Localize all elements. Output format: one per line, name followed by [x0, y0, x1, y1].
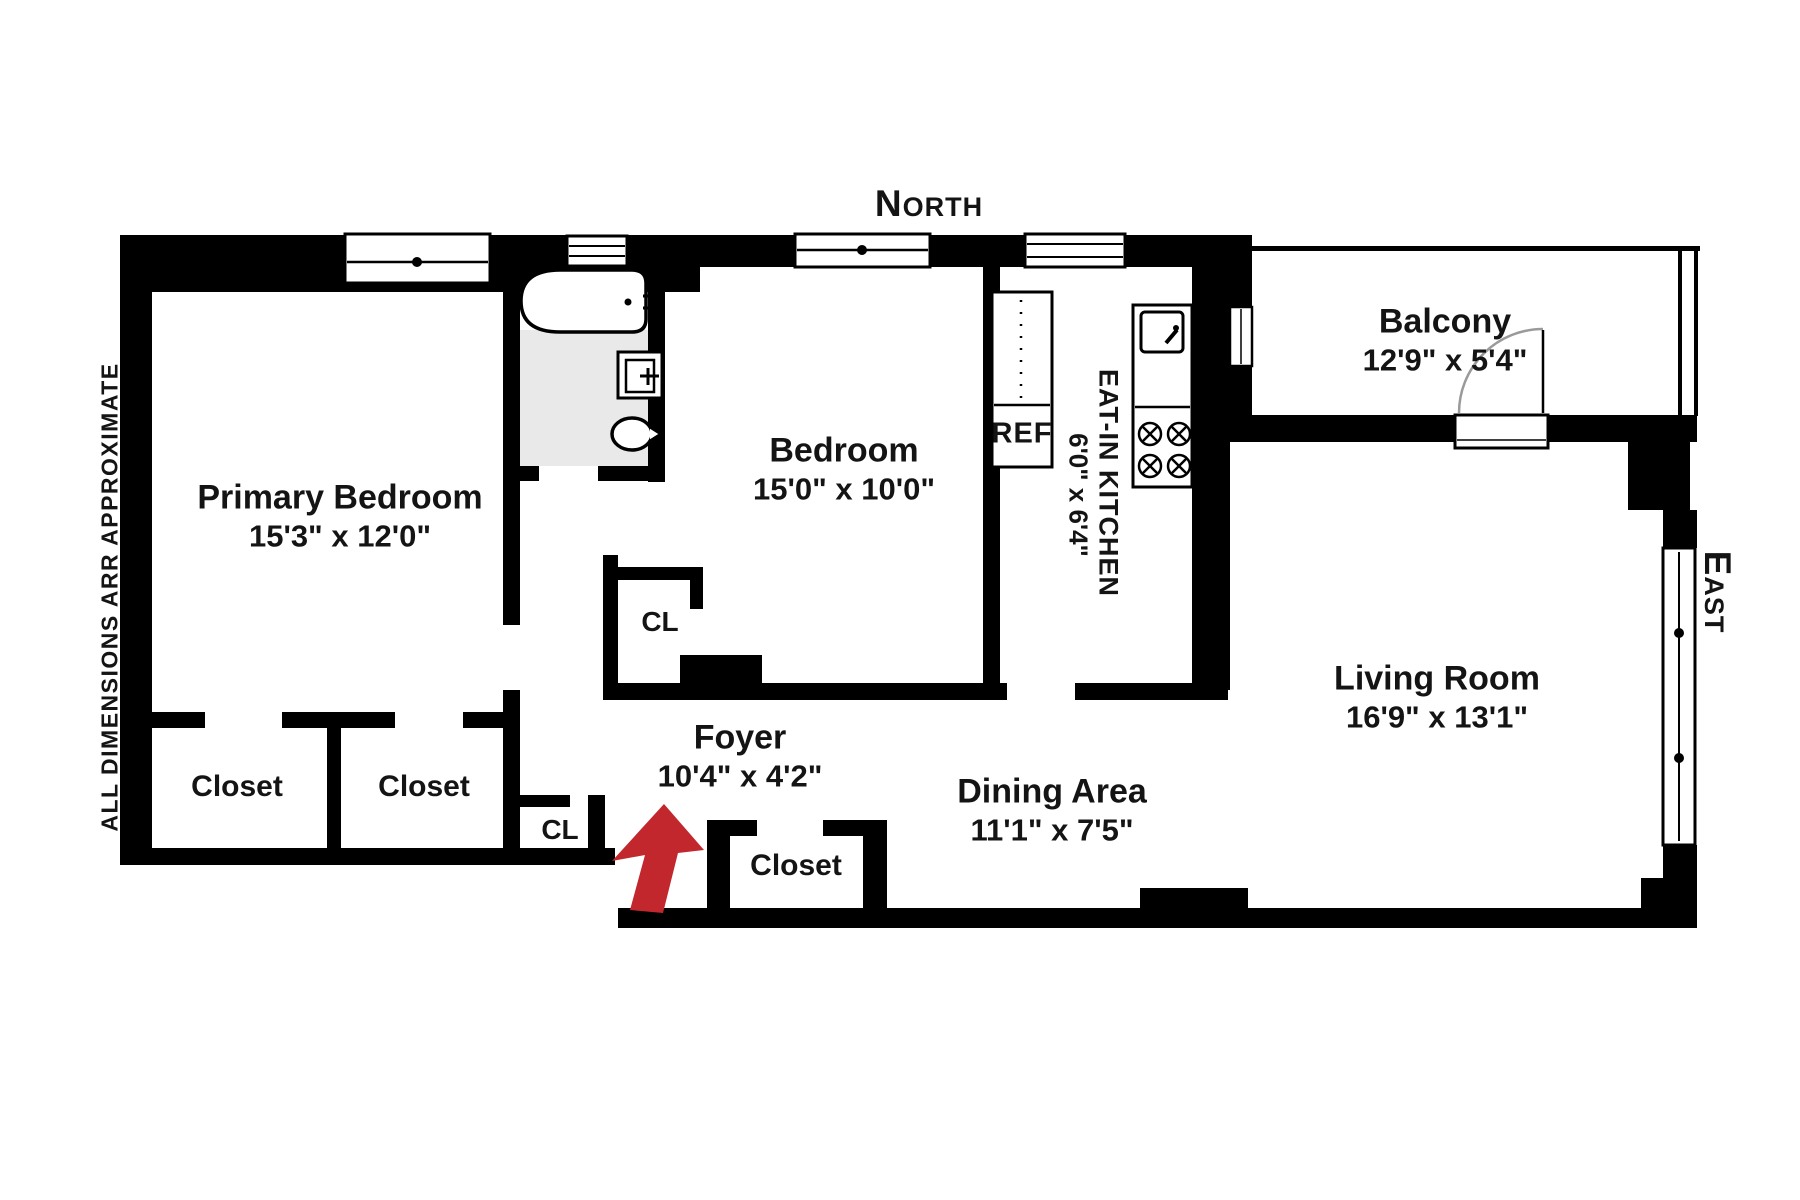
kitchen-sink-icon: [1139, 310, 1185, 354]
kitchen-fixtures: [990, 290, 1194, 489]
closet-label-primary-right: Closet: [378, 770, 470, 803]
balcony-name: Balcony: [1378, 302, 1512, 341]
bathtub-icon: [519, 268, 662, 334]
closet-label-foyer: Closet: [750, 849, 842, 882]
kitchen-dims: 6'0" x 6'4": [1063, 433, 1094, 557]
compass-east-label: East: [1697, 550, 1738, 634]
bedroom-dims: 15'0" x 10'0": [752, 471, 936, 507]
dining-area-name: Dining Area: [957, 772, 1147, 811]
living-room-dims: 16'9" x 13'1": [1345, 699, 1529, 735]
room-label-bedroom: Bedroom 15'0" x 10'0": [753, 431, 935, 508]
toilet-icon: [610, 416, 664, 452]
balcony-door: [1453, 327, 1550, 450]
primary-bedroom-dims: 15'3" x 12'0": [248, 518, 432, 554]
dimensions-disclaimer: ALL DIMENSIONS ARR APPROXIMATE: [96, 362, 123, 832]
foyer-name: Foyer: [693, 718, 787, 757]
window-primary-bedroom: [343, 232, 492, 285]
window-kitchen: [1023, 232, 1127, 269]
walls: [120, 235, 1700, 928]
pass-through-window: [1228, 305, 1254, 368]
bedroom-name: Bedroom: [769, 431, 919, 470]
window-bedroom: [793, 232, 932, 269]
cl-label-foyer: CL: [541, 814, 579, 845]
room-label-living-room: Living Room 16'9" x 13'1": [1334, 659, 1540, 736]
refrigerator-box: [990, 290, 1054, 469]
stove-burners-icon: [1137, 421, 1192, 479]
refrigerator-label: REF: [991, 417, 1053, 450]
room-label-foyer: Foyer 10'4" x 4'2": [658, 718, 823, 795]
bathroom-sink-icon: [616, 350, 664, 400]
compass-north-label: North: [874, 183, 984, 224]
kitchen-label: EAT-IN KITCHEN: [1093, 369, 1124, 597]
room-label-dining-area: Dining Area 11'1" x 7'5": [957, 772, 1147, 849]
balcony-dims: 12'9" x 5'4": [1362, 342, 1528, 378]
primary-bedroom-name: Primary Bedroom: [197, 478, 483, 517]
window-living-room-east: [1661, 546, 1697, 847]
room-label-balcony: Balcony 12'9" x 5'4": [1363, 302, 1528, 379]
window-bathroom: [565, 234, 629, 268]
entry-arrow-icon: [612, 804, 704, 913]
dining-area-dims: 11'1" x 7'5": [970, 812, 1134, 848]
room-label-primary-bedroom: Primary Bedroom 15'3" x 12'0": [197, 478, 482, 555]
closet-label-primary-left: Closet: [191, 770, 283, 803]
foyer-dims: 10'4" x 4'2": [657, 758, 823, 794]
cl-label-bedroom: CL: [641, 606, 679, 637]
living-room-name: Living Room: [1334, 659, 1540, 698]
bathroom: [519, 268, 664, 466]
